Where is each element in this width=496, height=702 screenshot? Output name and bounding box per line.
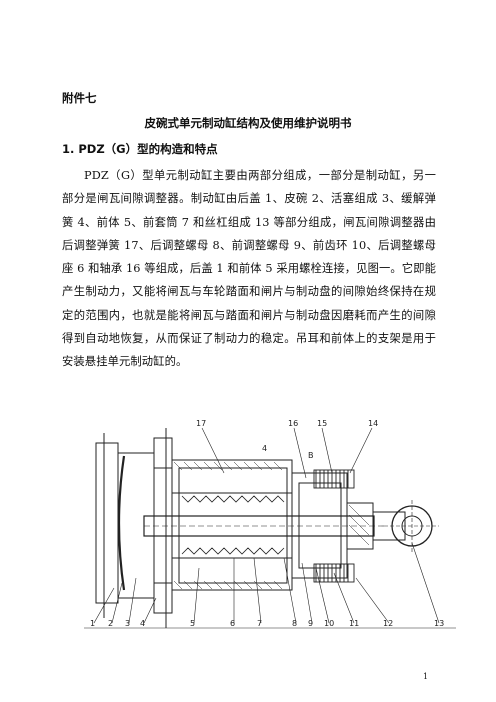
fig-label-12: 12 <box>383 619 393 628</box>
fig-label-15: 15 <box>317 419 327 428</box>
fig-label-13: 13 <box>434 619 444 628</box>
fig-label-8: 8 <box>292 619 297 628</box>
fig-label-9: 9 <box>308 619 313 628</box>
fig-label-16: 16 <box>288 419 298 428</box>
document-title: 皮碗式单元制动缸结构及使用维护说明书 <box>144 116 352 130</box>
fig-label-1: 1 <box>90 619 95 628</box>
fig-label-14: 14 <box>368 419 378 428</box>
fig-label-7: 7 <box>257 619 262 628</box>
fig-label-6: 6 <box>230 619 235 628</box>
fig-label-5: 5 <box>190 619 195 628</box>
fig-label-17: 17 <box>196 419 206 428</box>
body-paragraph: PDZ（G）型单元制动缸主要由两部分组成，一部分是制动缸，另一部分是闸瓦间隙调整… <box>62 169 436 369</box>
fig-label-10: 10 <box>324 619 334 628</box>
fig-label-B: B <box>308 451 314 460</box>
fig-label-4-inner: 4 <box>262 444 267 453</box>
brake-cylinder-drawing: 17 16 15 14 4 B 1 2 3 4 5 6 7 8 9 10 11 … <box>84 419 456 629</box>
fig-label-4: 4 <box>140 619 145 628</box>
fig-label-11: 11 <box>349 619 359 628</box>
appendix-label: 附件七 <box>62 91 97 105</box>
page-number: 1 <box>423 672 429 681</box>
fig-label-3: 3 <box>125 619 130 628</box>
section-heading: 1. PDZ（G）型的构造和特点 <box>62 142 218 156</box>
fig-label-2: 2 <box>108 619 113 628</box>
